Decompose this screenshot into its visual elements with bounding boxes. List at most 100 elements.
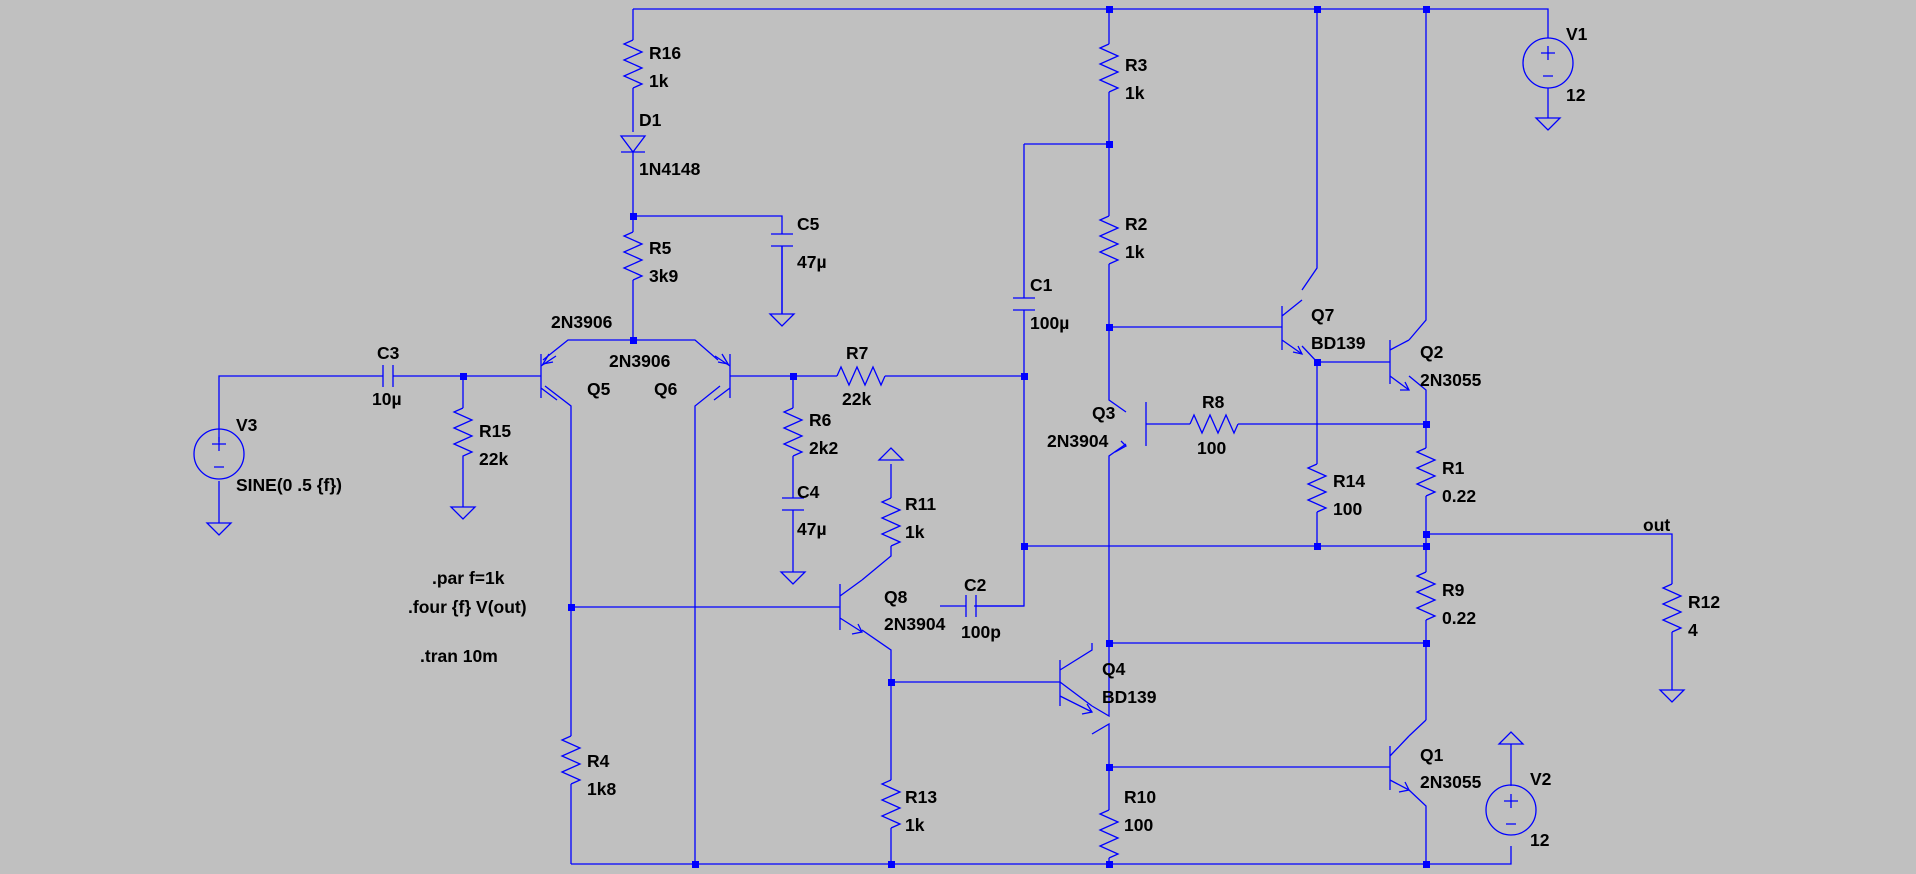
r2-value: 1k	[1125, 242, 1145, 262]
q7-value: BD139	[1311, 333, 1366, 353]
c2-value: 100p	[961, 622, 1001, 642]
v1-ref: V1	[1566, 24, 1588, 44]
r12-value: 4	[1688, 620, 1698, 640]
q8-transistor[interactable]	[839, 579, 863, 635]
c3-value: 10µ	[372, 389, 402, 409]
q1-value: 2N3055	[1420, 772, 1482, 792]
r13-resistor[interactable]	[880, 779, 902, 829]
q8-ref: Q8	[884, 587, 908, 607]
r15-resistor[interactable]	[452, 407, 474, 468]
v3-source[interactable]	[193, 428, 245, 480]
q4-value: BD139	[1102, 687, 1157, 707]
q7-ref: Q7	[1311, 305, 1334, 325]
v3-ref: V3	[236, 415, 258, 435]
q6-value: 2N3906	[609, 351, 671, 371]
ground-icon	[1534, 117, 1562, 131]
r15-value: 22k	[479, 449, 508, 469]
q3-transistor[interactable]	[1114, 402, 1147, 453]
q6-ref: Q6	[654, 379, 678, 399]
r3-ref: R3	[1125, 55, 1148, 75]
r8-resistor[interactable]	[1189, 413, 1239, 435]
v2-value: 12	[1530, 830, 1550, 850]
r10-resistor[interactable]	[1098, 809, 1120, 859]
r16-resistor[interactable]	[622, 39, 644, 89]
r11-ref: R11	[905, 494, 936, 514]
c2-ref: C2	[964, 575, 987, 595]
r11-resistor[interactable]	[880, 497, 902, 547]
r7-ref: R7	[846, 343, 868, 363]
r1-ref: R1	[1442, 458, 1465, 478]
q2-ref: Q2	[1420, 342, 1444, 362]
c4-capacitor[interactable]	[782, 497, 804, 511]
r5-value: 3k9	[649, 266, 678, 286]
c1-capacitor[interactable]	[1013, 297, 1035, 311]
r4-ref: R4	[587, 751, 610, 771]
r8-value: 100	[1197, 438, 1226, 458]
r2-resistor[interactable]	[1098, 215, 1120, 265]
c1-ref: C1	[1030, 275, 1053, 295]
r9-value: 0.22	[1442, 608, 1476, 628]
r12-ref: R12	[1688, 592, 1720, 612]
q6-transistor[interactable]	[713, 353, 731, 401]
r9-ref: R9	[1442, 580, 1465, 600]
r4-value: 1k8	[587, 779, 616, 799]
q2-transistor[interactable]	[1389, 339, 1411, 391]
r6-ref: R6	[809, 410, 832, 430]
q3-ref: Q3	[1092, 403, 1116, 423]
v2-source[interactable]	[1485, 784, 1537, 836]
component-labels: R16 1k D1 1N4148 R5 3k9 C5 47µ R3 1k R2 …	[236, 24, 1720, 850]
r4-resistor[interactable]	[560, 735, 582, 785]
q4-transistor[interactable]	[1059, 643, 1094, 715]
q5-value: 2N3906	[551, 312, 613, 332]
par-directive: .par f=1k	[432, 568, 505, 588]
c5-ref: C5	[797, 214, 820, 234]
supply-flag-icon	[877, 447, 905, 461]
c5-capacitor[interactable]	[771, 233, 793, 314]
r12-resistor[interactable]	[1661, 583, 1683, 633]
r3-value: 1k	[1125, 83, 1145, 103]
ground-icon	[449, 506, 477, 520]
r3-resistor[interactable]	[1098, 43, 1120, 93]
out-net-label: out	[1643, 515, 1670, 535]
r14-ref: R14	[1333, 471, 1365, 491]
r8-ref: R8	[1202, 392, 1225, 412]
q1-ref: Q1	[1420, 745, 1444, 765]
r10-value: 100	[1124, 815, 1153, 835]
v3-value: SINE(0 .5 {f})	[236, 475, 342, 495]
r5-resistor[interactable]	[622, 231, 644, 281]
supply-flag-icon	[1497, 731, 1525, 745]
q3-value: 2N3904	[1047, 431, 1109, 451]
r2-ref: R2	[1125, 214, 1148, 234]
r16-ref: R16	[649, 43, 681, 63]
c3-ref: C3	[377, 343, 400, 363]
r1-resistor[interactable]	[1415, 447, 1437, 497]
r7-resistor[interactable]	[836, 365, 886, 387]
d1-diode[interactable]	[619, 135, 647, 154]
q7-transistor[interactable]	[1281, 299, 1304, 355]
v2-ref: V2	[1530, 769, 1552, 789]
q1-transistor[interactable]	[1389, 735, 1410, 793]
c4-ref: C4	[797, 482, 820, 502]
c4-value: 47µ	[797, 519, 827, 539]
four-directive: .four {f} V(out)	[408, 597, 527, 617]
wires	[218, 8, 1673, 865]
q8-value: 2N3904	[884, 614, 946, 634]
d1-ref: D1	[639, 110, 662, 130]
q4-ref: Q4	[1102, 659, 1126, 679]
c5-value: 47µ	[797, 252, 827, 272]
r6-resistor[interactable]	[782, 407, 804, 457]
c3-capacitor[interactable]	[382, 365, 394, 387]
q5-transistor[interactable]	[540, 353, 558, 401]
c1-value: 100µ	[1030, 313, 1069, 333]
r1-value: 0.22	[1442, 486, 1476, 506]
r13-ref: R13	[905, 787, 937, 807]
q5-ref: Q5	[587, 379, 611, 399]
r5-ref: R5	[649, 238, 672, 258]
junctions	[460, 6, 1430, 868]
c2-capacitor[interactable]	[965, 595, 1024, 617]
v1-source[interactable]	[1522, 37, 1574, 89]
r13-value: 1k	[905, 815, 925, 835]
r9-resistor[interactable]	[1415, 571, 1437, 621]
r14-resistor[interactable]	[1306, 463, 1328, 513]
